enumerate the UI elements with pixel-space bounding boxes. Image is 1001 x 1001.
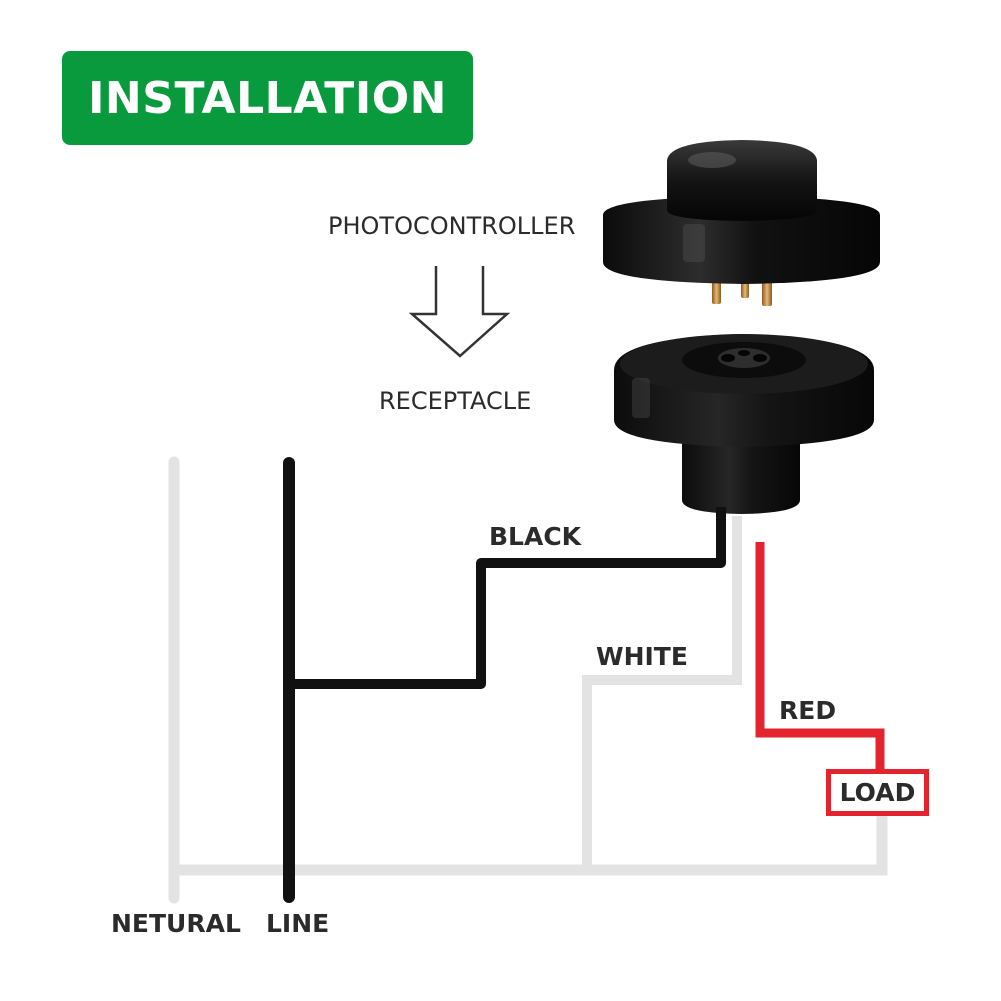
receptacle-socket-hole	[738, 350, 750, 356]
line-label: LINE	[266, 909, 330, 938]
load-label: LOAD	[839, 778, 916, 807]
white-neutral-wiring	[168, 456, 888, 904]
receptacle-socket-hole	[721, 354, 735, 362]
red-wire-label: RED	[779, 696, 837, 725]
white-wire-label: WHITE	[596, 642, 688, 671]
photocontroller-device	[603, 140, 880, 306]
banner-title: INSTALLATION	[88, 72, 447, 124]
photocontroller-dome	[667, 140, 817, 221]
load-box: LOAD	[826, 769, 929, 816]
black-wire	[289, 507, 726, 689]
photocontroller-highlight	[683, 224, 705, 262]
netural-label: NETURAL	[111, 909, 241, 938]
receptacle-device	[614, 334, 874, 514]
receptacle-socket-hole	[753, 354, 767, 362]
photocontroller-highlight	[688, 152, 736, 168]
photocontroller-label: PHOTOCONTROLLER	[328, 212, 576, 240]
down-arrow-outline-icon	[408, 266, 511, 358]
receptacle-label: RECEPTACLE	[379, 387, 532, 415]
installation-banner: INSTALLATION	[62, 51, 473, 145]
receptacle-socket-hub	[718, 348, 770, 368]
photocontroller-base-ring	[603, 196, 880, 284]
red-wire	[755, 542, 885, 772]
white-wire	[582, 516, 742, 870]
black-wire-label: BLACK	[489, 522, 582, 551]
black-line-wiring	[283, 457, 726, 903]
receptacle-highlight	[632, 378, 650, 418]
bottom-neutral-wire	[174, 816, 888, 876]
